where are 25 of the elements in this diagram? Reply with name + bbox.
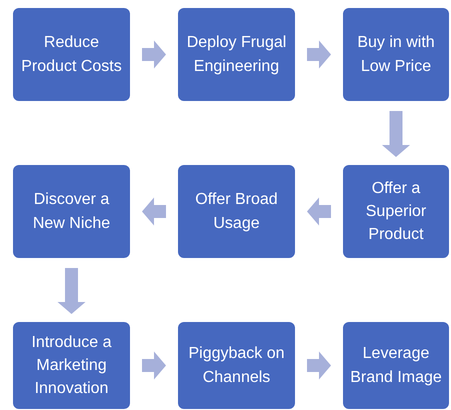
arrow <box>307 40 331 68</box>
process-box <box>13 322 130 409</box>
step-label: Buy in with Low Price <box>356 33 436 76</box>
process-box <box>178 165 295 258</box>
step-label: Piggyback on Channels <box>187 344 286 388</box>
step-label: Discover a New Niche <box>32 190 112 234</box>
arrow <box>142 198 166 226</box>
process-box <box>13 8 130 101</box>
process-box <box>343 322 449 409</box>
step-label: Offer Broad Usage <box>194 190 279 234</box>
arrow <box>307 198 331 226</box>
arrow <box>58 268 86 314</box>
process-box <box>178 8 295 101</box>
arrow <box>382 111 410 157</box>
process-box <box>13 165 130 258</box>
process-box <box>343 165 449 258</box>
process-box <box>178 322 295 409</box>
step-label: Reduce Product Costs <box>20 33 123 76</box>
arrow <box>142 352 166 380</box>
step-label: Introduce a Marketing Innovation <box>30 332 113 400</box>
step-label: Leverage Brand Image <box>349 344 443 388</box>
step-label: Offer a Superior Product <box>364 178 428 246</box>
arrow <box>142 40 166 68</box>
step-label: Deploy Frugal Engineering <box>186 33 288 76</box>
process-box <box>343 8 449 101</box>
